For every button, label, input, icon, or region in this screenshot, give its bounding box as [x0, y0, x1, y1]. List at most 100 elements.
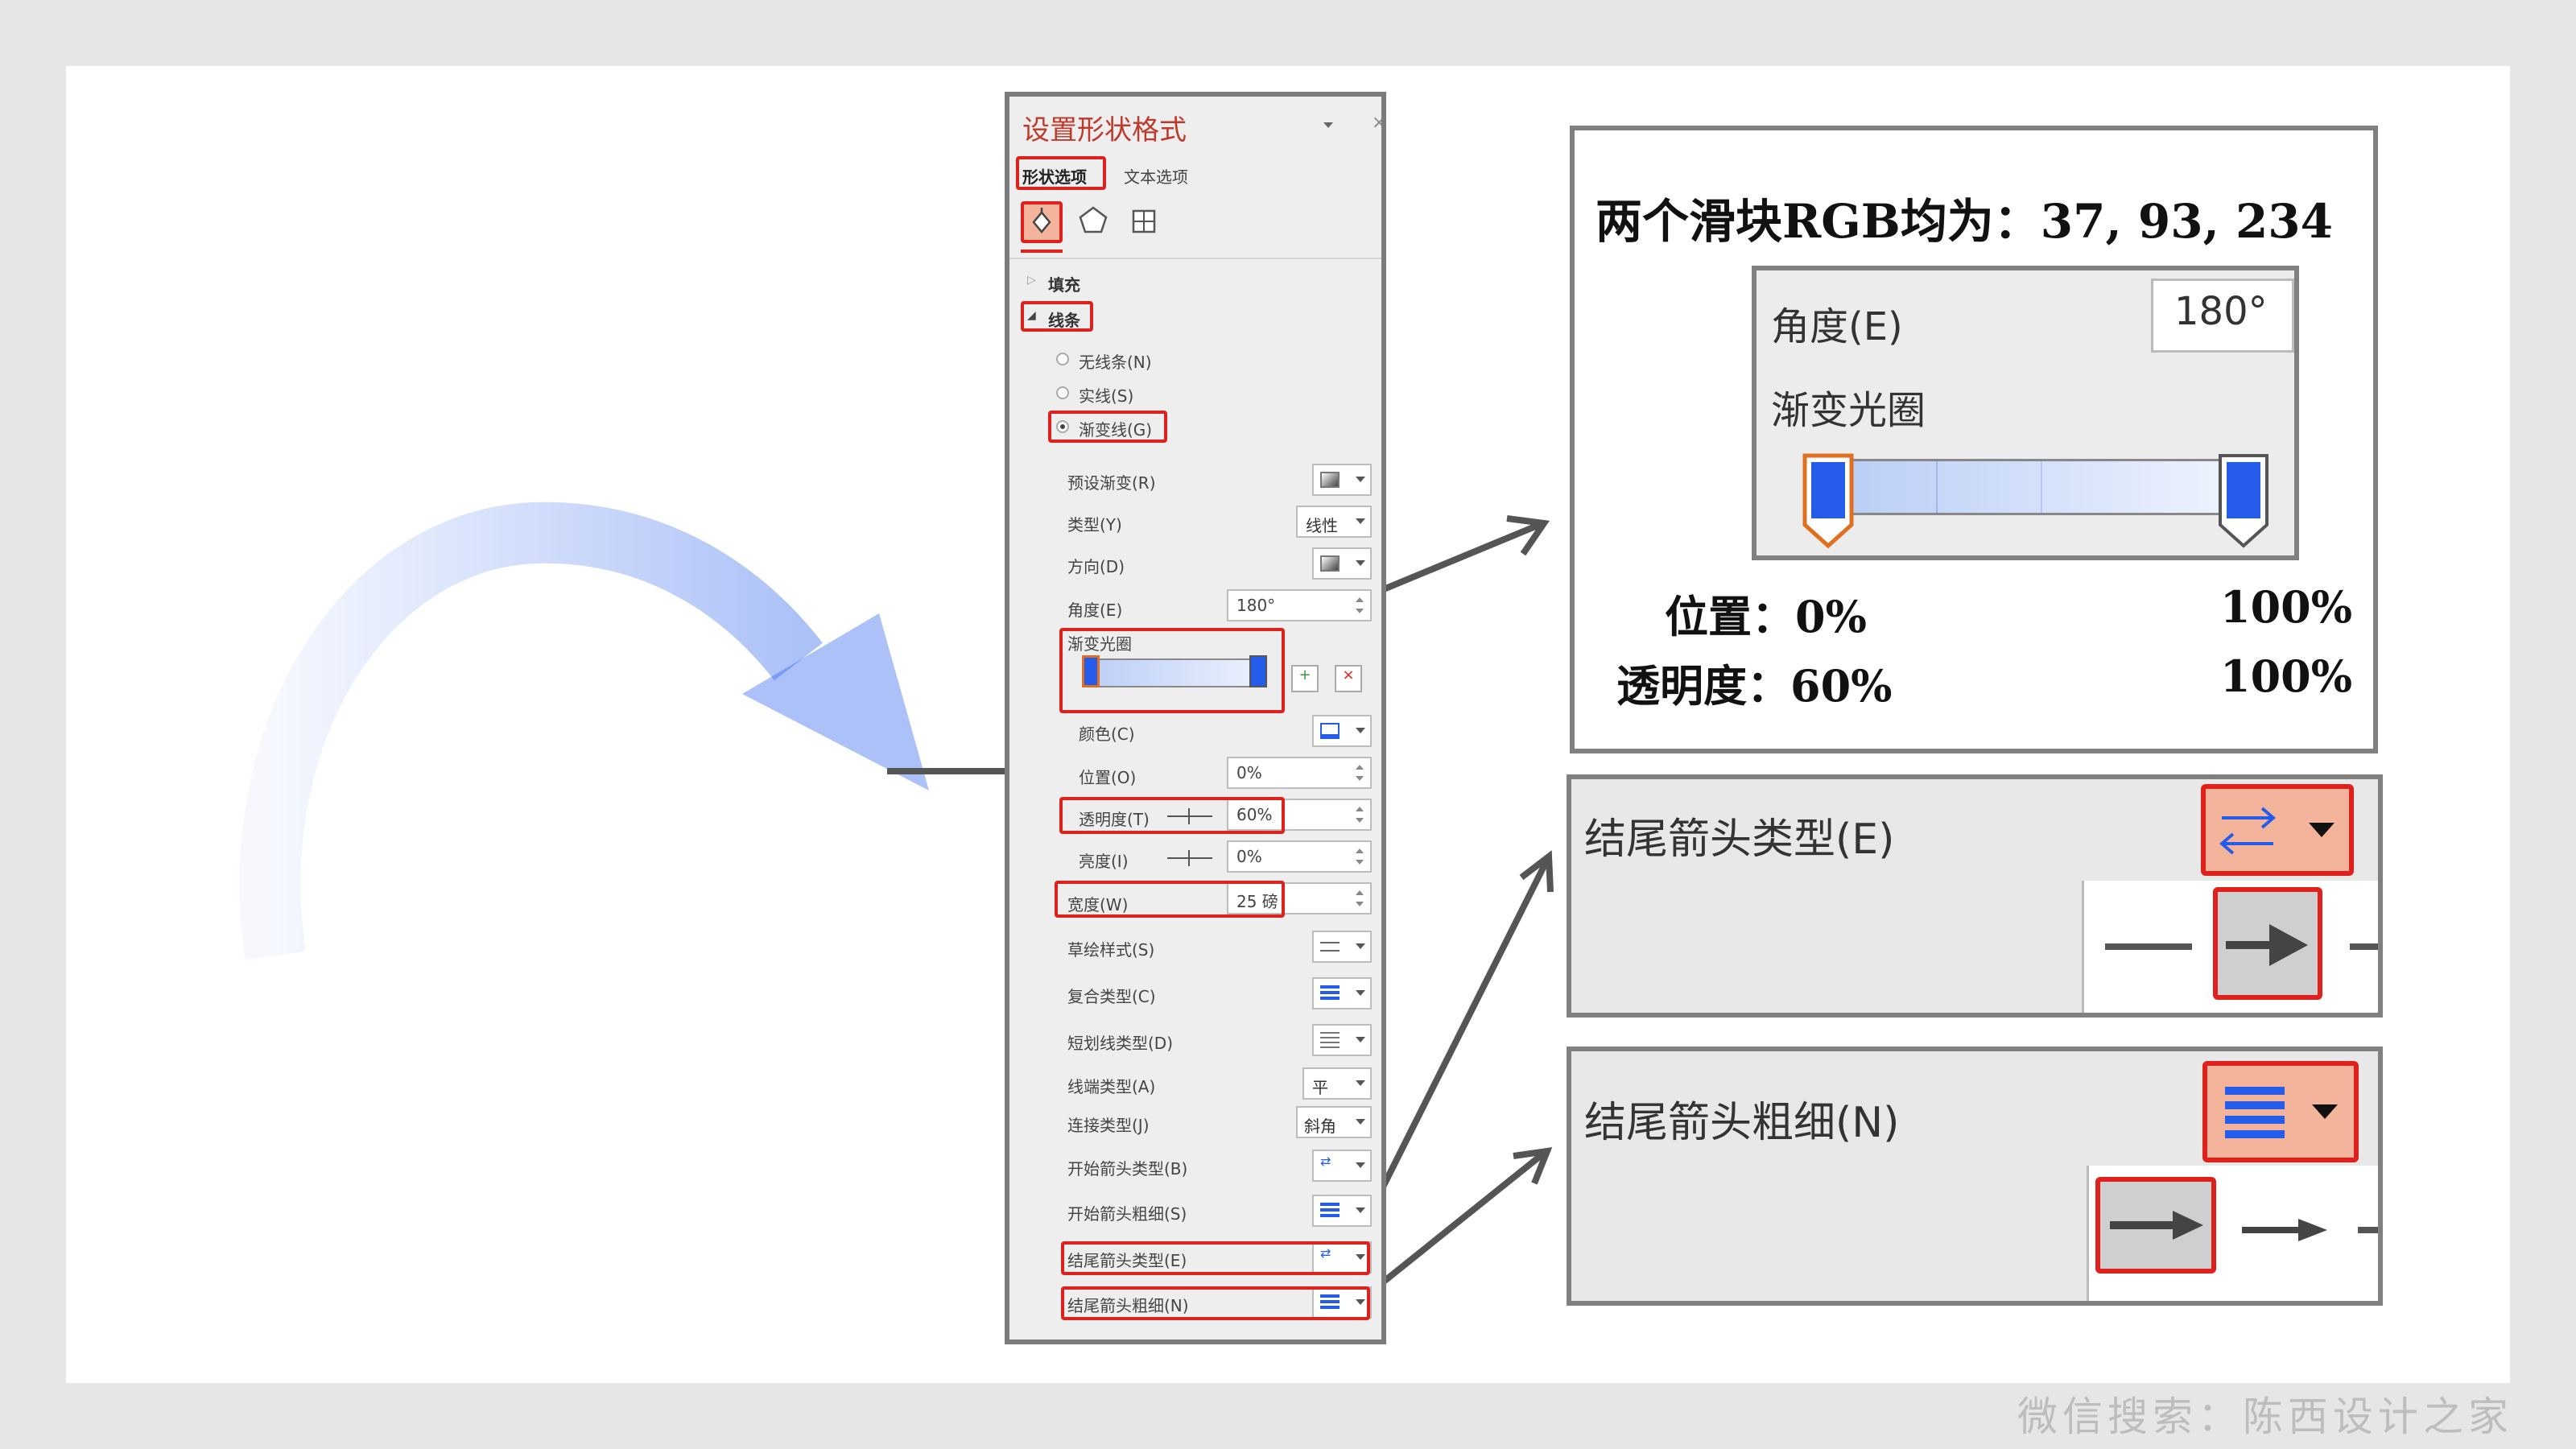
width-value: 25 磅 [1236, 892, 1278, 911]
zoomed-angle-label: 角度(E) [1771, 304, 1903, 349]
arrow-size-options [2087, 1166, 2378, 1301]
sketch-dropdown[interactable] [1312, 931, 1372, 963]
callout-arrow-type-label: 结尾箭头类型(E) [1584, 815, 1895, 864]
zoomed-stop-left[interactable] [1802, 452, 1855, 549]
label-end-arrow-type: 结尾箭头类型(E) [1067, 1251, 1187, 1270]
format-shape-panel: 设置形状格式 × 形状选项 文本选项 ▷ 填充 ◢ 线条 无线条(N) 实线(S… [1005, 92, 1386, 1344]
chevron-down-icon-2 [2312, 1104, 2338, 1119]
gradient-stop-right[interactable] [1249, 655, 1267, 687]
section-line[interactable]: 线条 [1048, 311, 1080, 330]
label-color: 颜色(C) [1079, 724, 1135, 744]
angle-spinner[interactable]: 180° [1227, 589, 1372, 621]
label-end-arrow-size: 结尾箭头粗细(N) [1067, 1296, 1189, 1315]
begin-arrow-size-dropdown[interactable] [1312, 1195, 1372, 1227]
brightness-spinner[interactable]: 0% [1227, 840, 1372, 873]
transparency-spinner[interactable]: 60% [1227, 799, 1372, 831]
label-gradient-line[interactable]: 渐变线(G) [1079, 420, 1153, 440]
radio-gradient-line[interactable] [1056, 420, 1069, 433]
arrow-type-options [2082, 881, 2378, 1013]
callout-gradient-stops: 两个滑块RGB均为：37, 93, 234 角度(E) 180° 渐变光圈 位置… [1570, 126, 2378, 753]
type-dropdown[interactable]: 线性 [1296, 506, 1372, 538]
label-no-line[interactable]: 无线条(N) [1079, 353, 1152, 372]
zoomed-angle-section: 角度(E) 180° 渐变光圈 [1752, 266, 2299, 560]
position-spinner[interactable]: 0% [1227, 757, 1372, 789]
zoomed-stop-right[interactable] [2217, 452, 2270, 549]
gradient-stop-left[interactable] [1082, 655, 1100, 687]
panel-menu-chevron-icon[interactable] [1323, 122, 1333, 128]
tab-text-options[interactable]: 文本选项 [1124, 167, 1188, 187]
add-stop-icon[interactable]: + [1291, 665, 1319, 692]
effects-pentagon-icon[interactable] [1077, 204, 1109, 237]
option-arrow-selected[interactable] [2213, 887, 2322, 1000]
label-compound: 复合类型(C) [1067, 987, 1156, 1006]
label-transparency: 透明度(T) [1079, 810, 1150, 829]
label-solid-line[interactable]: 实线(S) [1079, 386, 1134, 406]
direction-dropdown[interactable] [1312, 547, 1372, 580]
callout-end-arrow-size: 结尾箭头粗细(N) [1567, 1046, 2383, 1306]
double-arrow-icon [2219, 807, 2277, 855]
label-direction: 方向(D) [1067, 557, 1125, 576]
position-caption: 位置：0% [1665, 591, 1867, 642]
end-arrow-type-dropdown[interactable]: ⇄ [1312, 1241, 1372, 1274]
zoomed-angle-input[interactable]: 180° [2151, 279, 2294, 353]
transparency-caption: 透明度：60% [1616, 660, 1893, 712]
cap-value: 平 [1312, 1078, 1328, 1097]
compound-dropdown[interactable] [1312, 977, 1372, 1009]
join-dropdown[interactable]: 斜角 [1296, 1106, 1372, 1138]
option-arrow-partial[interactable] [2350, 943, 2378, 950]
zoomed-gradient-bar[interactable] [1805, 459, 2265, 515]
radio-solid-line[interactable] [1056, 386, 1069, 399]
label-begin-arrow-size: 开始箭头粗细(S) [1067, 1204, 1187, 1224]
fill-line-icon[interactable] [1021, 201, 1063, 243]
cap-dropdown[interactable]: 平 [1302, 1067, 1372, 1100]
size-properties-icon[interactable] [1129, 206, 1159, 237]
label-join: 连接类型(J) [1067, 1116, 1150, 1135]
tab-shape-options[interactable]: 形状选项 [1022, 167, 1087, 187]
section-fill[interactable]: 填充 [1048, 275, 1080, 295]
preset-gradient-dropdown[interactable] [1312, 464, 1372, 496]
close-icon[interactable]: × [1372, 113, 1386, 133]
option-size-partial[interactable] [2358, 1227, 2378, 1233]
width-spinner[interactable]: 25 磅 [1227, 882, 1372, 914]
chevron-down-icon [2309, 823, 2334, 837]
label-sketch: 草绘样式(S) [1067, 940, 1155, 960]
begin-arrow-type-dropdown[interactable]: ⇄ [1312, 1150, 1372, 1182]
position-caption-right: 100% [2220, 581, 2353, 633]
callout-end-arrow-type: 结尾箭头类型(E) [1567, 774, 2383, 1018]
transparency-value: 60% [1236, 805, 1273, 824]
label-width: 宽度(W) [1067, 895, 1129, 914]
join-value: 斜角 [1304, 1117, 1336, 1136]
label-brightness: 亮度(I) [1079, 852, 1129, 871]
label-type: 类型(Y) [1067, 515, 1122, 535]
callout-arrow-type-dropdown[interactable] [2201, 784, 2354, 876]
transparency-caption-right: 100% [2220, 650, 2353, 702]
option-size-selected[interactable] [2095, 1177, 2216, 1274]
expand-fill-icon[interactable]: ▷ [1027, 274, 1036, 287]
callout-arrow-size-dropdown[interactable] [2202, 1061, 2359, 1162]
remove-stop-icon[interactable]: × [1335, 665, 1362, 692]
type-value: 线性 [1306, 516, 1338, 535]
option-no-arrow[interactable] [2105, 943, 2192, 950]
option-size-medium[interactable] [2237, 1206, 2334, 1254]
label-position: 位置(O) [1079, 768, 1137, 787]
radio-no-line[interactable] [1056, 353, 1069, 365]
rgb-heading: 两个滑块RGB均为：37, 93, 234 [1596, 194, 2334, 249]
end-arrow-size-dropdown[interactable] [1312, 1286, 1372, 1319]
label-dash: 短划线类型(D) [1067, 1034, 1174, 1053]
brightness-slider[interactable] [1167, 850, 1212, 866]
brightness-value: 0% [1236, 847, 1262, 866]
collapse-line-icon[interactable]: ◢ [1027, 309, 1036, 322]
watermark-text: 微信搜索：陈西设计之家 [2017, 1393, 2513, 1440]
label-cap: 线端类型(A) [1067, 1077, 1156, 1096]
weight-lines-icon [2225, 1087, 2285, 1138]
panel-title: 设置形状格式 [1022, 114, 1187, 147]
zoomed-angle-value: 180° [2174, 289, 2268, 334]
dash-dropdown[interactable] [1312, 1024, 1372, 1056]
position-value: 0% [1236, 763, 1262, 782]
transparency-slider[interactable] [1167, 808, 1212, 824]
color-dropdown[interactable] [1312, 715, 1372, 747]
callout-arrow-size-label: 结尾箭头粗细(N) [1584, 1099, 1900, 1147]
zoomed-stops-label: 渐变光圈 [1771, 388, 1926, 433]
gradient-stops-bar[interactable] [1082, 658, 1267, 687]
angle-value: 180° [1236, 596, 1276, 615]
